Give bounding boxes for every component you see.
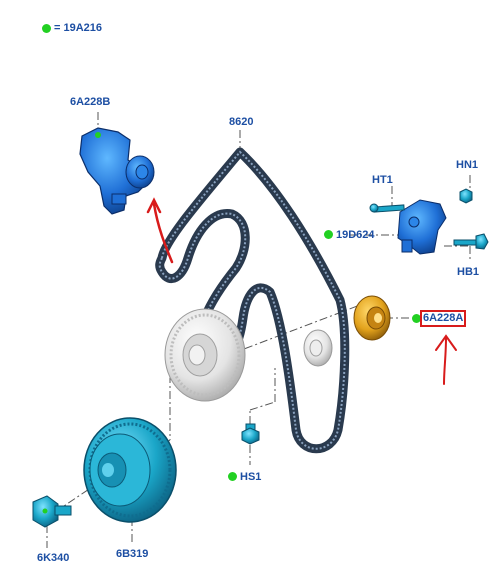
bolt-hn1 — [459, 188, 473, 204]
grey-pulley-small — [303, 329, 333, 367]
part-label-19d624[interactable]: 19D624 — [336, 229, 375, 241]
part-label-hs1[interactable]: HS1 — [240, 471, 262, 483]
part-label-hb1[interactable]: HB1 — [457, 266, 480, 278]
dot-6a228a — [412, 314, 421, 323]
bracket-assembly — [397, 199, 447, 255]
dot-19d624 — [324, 230, 333, 239]
legend-equals: = — [54, 22, 61, 34]
legend-code: 19A216 — [63, 22, 103, 34]
bolt-ht1 — [369, 203, 405, 213]
gold-idler-pulley — [353, 295, 391, 341]
legend-green-dot — [42, 24, 51, 33]
legend-text: = 19A216 — [54, 22, 102, 35]
part-label-idler[interactable]: 6A228A — [420, 310, 467, 327]
bolt-hb1 — [453, 233, 489, 250]
crank-bolt — [32, 495, 72, 528]
part-label-6k340[interactable]: 6K340 — [37, 552, 70, 564]
serpentine-belt — [155, 147, 350, 454]
part-label-hn1[interactable]: HN1 — [456, 159, 479, 171]
red-arrow-tensioner — [146, 197, 174, 264]
dot-hs1 — [228, 472, 237, 481]
crank-pulley — [83, 417, 177, 523]
part-label-belt[interactable]: 8620 — [229, 116, 254, 128]
part-label-ht1[interactable]: HT1 — [372, 174, 393, 186]
tensioner-assembly — [79, 127, 155, 215]
part-label-6b319[interactable]: 6B319 — [116, 548, 149, 560]
red-arrow-idler — [435, 334, 457, 385]
bolt-hs1 — [241, 423, 260, 445]
grey-pulley-large — [164, 308, 246, 402]
part-label-tensioner[interactable]: 6A228B — [70, 96, 111, 108]
